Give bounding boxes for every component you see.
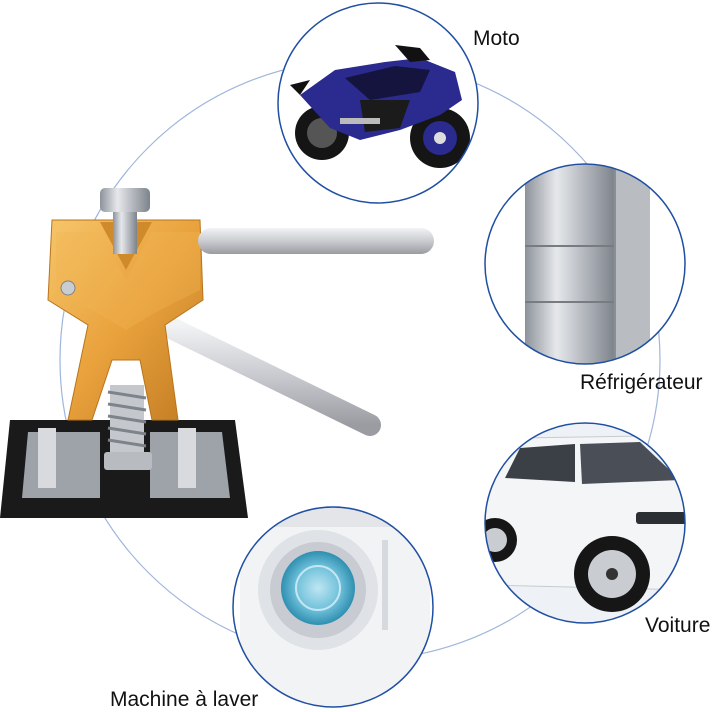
fridge-circle <box>484 163 686 365</box>
moto-circle <box>277 2 479 204</box>
washer-circle <box>232 506 434 708</box>
refrigerator-image <box>525 164 650 364</box>
fridge-label: Réfrigérateur <box>580 371 703 394</box>
car-image <box>485 423 685 623</box>
washer-label: Machine à laver <box>110 688 259 711</box>
motorcycle-image <box>290 45 470 168</box>
car-circle <box>484 422 686 624</box>
car-label: Voiture <box>645 614 711 637</box>
spring <box>104 385 152 470</box>
washing-machine-image <box>240 507 430 707</box>
dent-puller-tool <box>0 188 434 518</box>
moto-label: Moto <box>473 27 520 50</box>
